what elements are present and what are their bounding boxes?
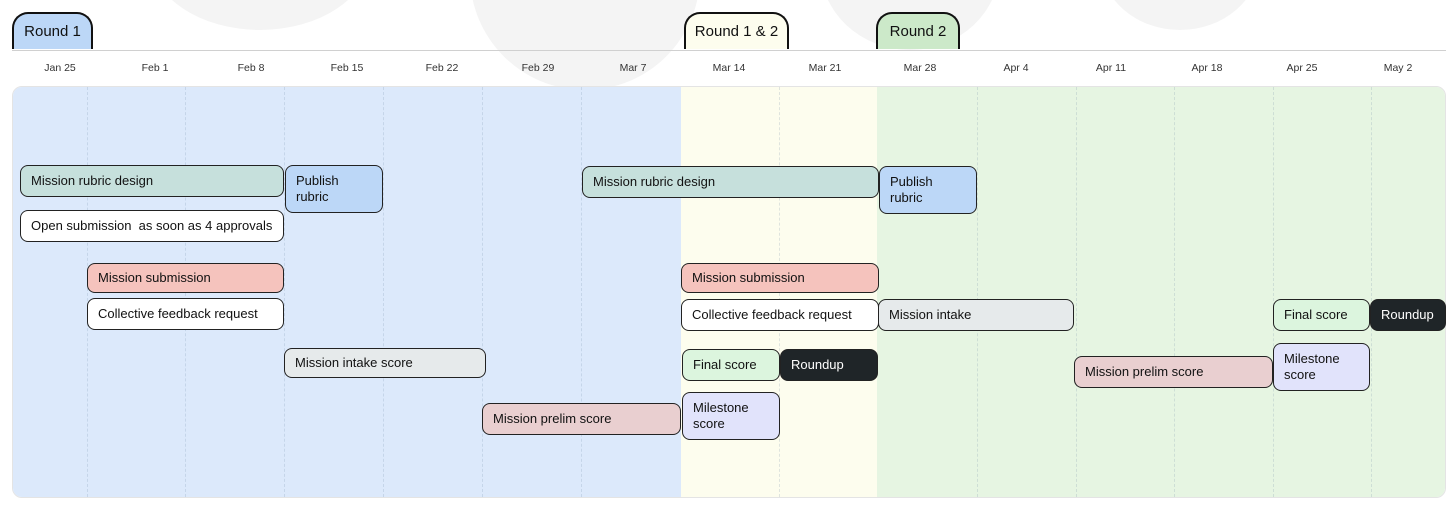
date-label: Apr 18 — [1191, 62, 1223, 74]
task-roundup-r2[interactable]: Roundup — [1370, 299, 1446, 331]
timeline-axis-line — [12, 50, 1446, 51]
task-mission-rubric-design-r1[interactable]: Mission rubric design — [20, 165, 284, 197]
date-label: Feb 8 — [237, 62, 265, 74]
date-label: Jan 25 — [44, 62, 76, 74]
task-mission-prelim-score-r2[interactable]: Mission prelim score — [1074, 356, 1273, 388]
date-label: Mar 21 — [808, 62, 842, 74]
date-label: Apr 11 — [1095, 62, 1127, 74]
timeline-chart-area — [12, 86, 1446, 498]
task-mission-intake-score[interactable]: Mission intake score — [284, 348, 486, 378]
gridline — [87, 87, 88, 497]
task-mission-prelim-score-r1[interactable]: Mission prelim score — [482, 403, 681, 435]
task-publish-rubric-r2[interactable]: Publish rubric — [879, 166, 977, 214]
date-label: Mar 7 — [619, 62, 647, 74]
gridline — [1273, 87, 1274, 497]
gridline — [1174, 87, 1175, 497]
task-milestone-score-r2[interactable]: Milestone score — [1273, 343, 1370, 391]
gridline — [1371, 87, 1372, 497]
date-label: Apr 4 — [1003, 62, 1029, 74]
gridline — [284, 87, 285, 497]
gridline — [383, 87, 384, 497]
background-watermark — [1100, 0, 1260, 30]
task-final-score-r2[interactable]: Final score — [1273, 299, 1370, 331]
date-label: Feb 1 — [141, 62, 169, 74]
gridline — [581, 87, 582, 497]
task-milestone-score-r1[interactable]: Milestone score — [682, 392, 780, 440]
gridline — [1076, 87, 1077, 497]
date-label: Mar 28 — [903, 62, 937, 74]
task-publish-rubric-r1[interactable]: Publish rubric — [285, 165, 383, 213]
task-collective-feedback-request-r2[interactable]: Collective feedback request — [681, 299, 879, 331]
task-mission-rubric-design-r2[interactable]: Mission rubric design — [582, 166, 879, 198]
date-label: Feb 22 — [425, 62, 459, 74]
task-mission-submission-r1[interactable]: Mission submission — [87, 263, 284, 293]
date-label: Apr 25 — [1286, 62, 1318, 74]
phase-tab-round-2: Round 2 — [876, 12, 960, 49]
background-watermark — [470, 0, 700, 90]
task-roundup-r1[interactable]: Roundup — [780, 349, 878, 381]
gridline — [482, 87, 483, 497]
gridline — [977, 87, 978, 497]
phase-tab-round-1: Round 1 — [12, 12, 93, 49]
date-label: Mar 14 — [712, 62, 746, 74]
task-open-submission[interactable]: Open submission as soon as 4 approvals — [20, 210, 284, 242]
date-label: Feb 15 — [330, 62, 364, 74]
task-mission-submission-r2[interactable]: Mission submission — [681, 263, 879, 293]
phase-region-round-2 — [877, 87, 1445, 497]
task-final-score-r1[interactable]: Final score — [682, 349, 780, 381]
date-label: Feb 29 — [521, 62, 555, 74]
phase-tab-round-1-and-2: Round 1 & 2 — [684, 12, 789, 49]
task-collective-feedback-request-r1[interactable]: Collective feedback request — [87, 298, 284, 330]
task-mission-intake[interactable]: Mission intake — [878, 299, 1074, 331]
background-watermark — [150, 0, 370, 30]
date-label: May 2 — [1383, 62, 1413, 74]
